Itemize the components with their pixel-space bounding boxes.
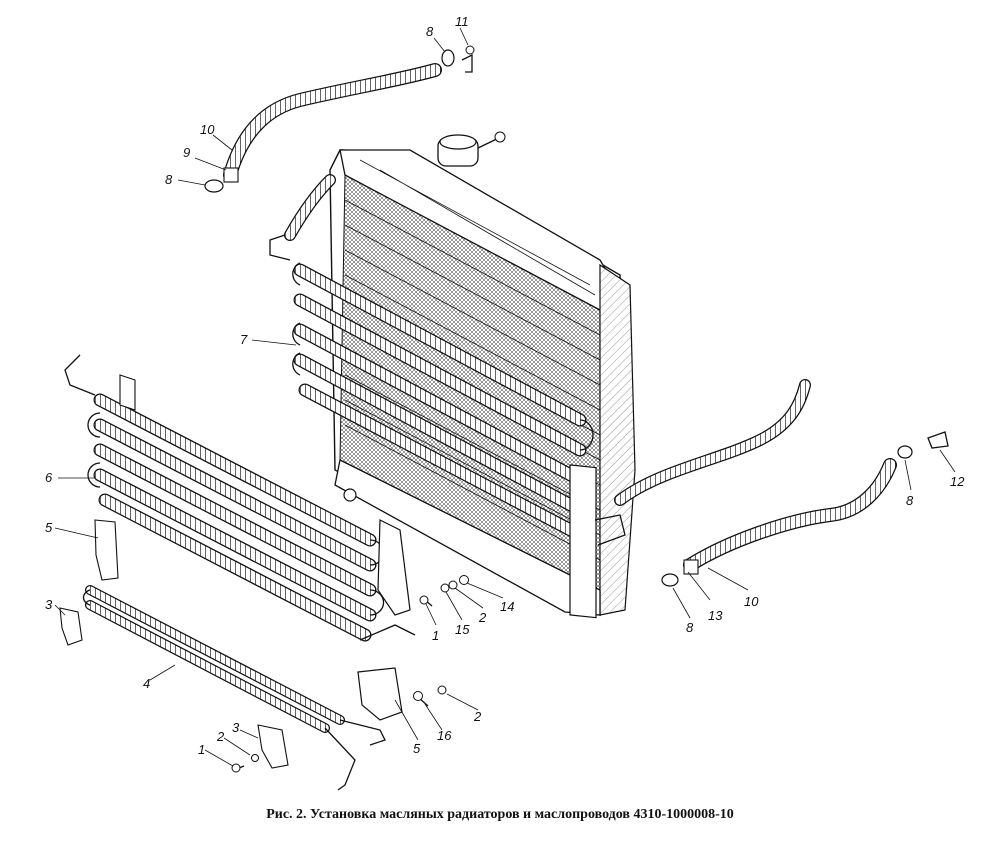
oil-pipe-4	[82, 585, 386, 791]
bracket-5-right	[357, 667, 403, 721]
clip-3-right	[257, 724, 289, 769]
washer-2-upper	[448, 580, 458, 590]
callout-10-upper: 10	[200, 122, 215, 137]
nut-14	[459, 575, 469, 585]
callout-3-right: 3	[232, 720, 240, 735]
callout-7: 7	[240, 332, 248, 347]
callout-2-upper: 2	[478, 610, 487, 625]
clip-3-left	[59, 607, 83, 646]
callout-8-bottom: 8	[686, 620, 694, 635]
bolt-1-upper	[419, 595, 433, 607]
callout-1-lower: 1	[198, 742, 205, 757]
clamp-8-left	[204, 179, 224, 193]
clamp-8-right	[897, 445, 913, 459]
callout-6: 6	[45, 470, 53, 485]
callout-13: 13	[708, 608, 723, 623]
callout-3-left: 3	[45, 597, 53, 612]
washer-2-lower	[251, 754, 259, 762]
callout-16: 16	[437, 728, 452, 743]
clamp-8-bottom	[661, 573, 679, 587]
bracket-5-left	[94, 519, 119, 581]
callout-labels: 8 11 10 9 8 7 6 5 3 4 3 2 1 1 15 2 14 5 …	[45, 14, 965, 757]
oil-radiator-7-tubes	[293, 263, 587, 542]
callout-2-lower: 2	[216, 729, 225, 744]
callout-5-right: 5	[413, 741, 421, 756]
callout-8-right: 8	[906, 493, 914, 508]
callout-2-mid: 2	[473, 709, 482, 724]
callout-1-upper: 1	[432, 628, 439, 643]
bolt-16	[413, 691, 429, 707]
clamp-8-top	[441, 49, 455, 67]
washer-2-mid	[437, 685, 447, 695]
callout-15: 15	[455, 622, 470, 637]
callout-8-left: 8	[165, 172, 173, 187]
figure-caption: Рис. 2. Установка масляных радиаторов и …	[266, 807, 734, 822]
callout-10-right: 10	[744, 594, 759, 609]
washer-15	[440, 583, 450, 593]
callout-4: 4	[143, 676, 150, 691]
callout-5-left: 5	[45, 520, 53, 535]
hose-10-right	[683, 458, 897, 575]
oil-radiator-7	[269, 174, 626, 619]
hose-upper-right	[614, 379, 811, 506]
callout-8-top: 8	[426, 24, 434, 39]
hose-10-upper	[223, 63, 442, 183]
callout-11: 11	[455, 14, 469, 29]
oil-radiator-6-tubes	[93, 393, 377, 642]
fitting-12	[927, 431, 949, 449]
callout-9: 9	[183, 145, 190, 160]
callout-14: 14	[500, 599, 514, 614]
bolt-1-lower	[231, 763, 245, 773]
fitting-11	[461, 45, 475, 73]
callout-12: 12	[950, 474, 965, 489]
oil-radiator-6	[64, 354, 416, 642]
leader-lines	[54, 27, 956, 767]
